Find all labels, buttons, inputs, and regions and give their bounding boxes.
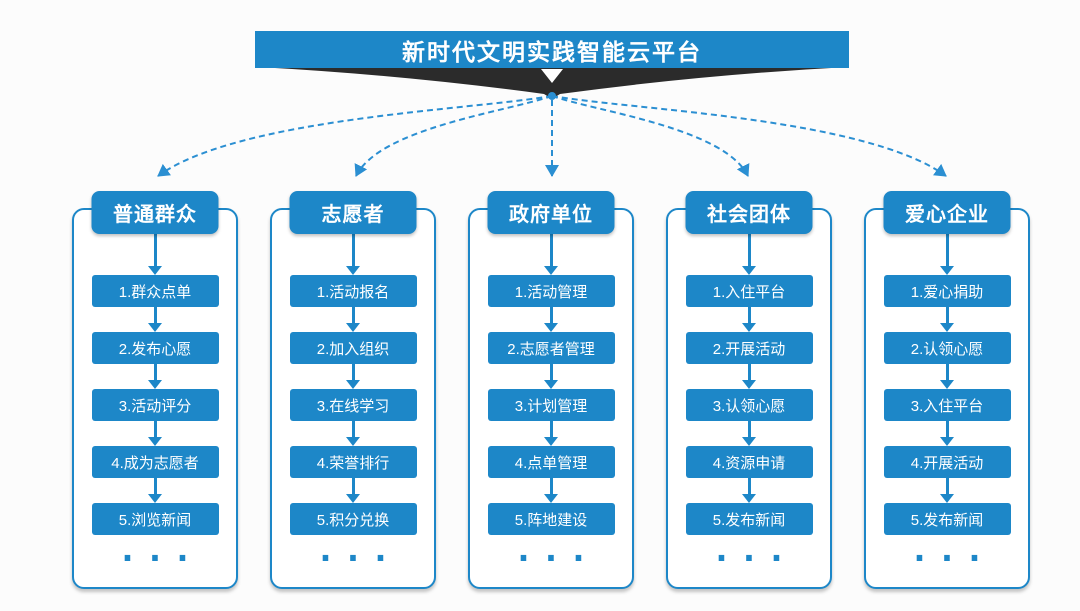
step-box: 1.入住平台 (685, 275, 813, 307)
down-arrow (345, 478, 361, 503)
step-box: 2.开展活动 (685, 332, 813, 364)
down-arrow (741, 232, 757, 275)
step-box: 3.活动评分 (91, 389, 219, 421)
column-header: 社会团体 (685, 191, 813, 234)
step-box: 1.活动管理 (487, 275, 615, 307)
column-volunteers: 志愿者 1.活动报名 2.加入组织 3.在线学习 4.荣誉排行 5.积分兑换 .… (270, 191, 436, 589)
step-box: 3.认领心愿 (685, 389, 813, 421)
ellipsis: ... (711, 537, 794, 570)
column-body: 1.群众点单 2.发布心愿 3.活动评分 4.成为志愿者 5.浏览新闻 ... (74, 232, 236, 571)
down-arrow (543, 364, 559, 389)
column-body: 1.爱心捐助 2.认领心愿 3.入住平台 4.开展活动 5.发布新闻 ... (866, 232, 1028, 571)
step-box: 3.在线学习 (289, 389, 417, 421)
step-box: 3.入住平台 (883, 389, 1011, 421)
step-box: 5.发布新闻 (883, 503, 1011, 535)
step-box: 4.成为志愿者 (91, 446, 219, 478)
column-header: 爱心企业 (883, 191, 1011, 234)
down-arrow (147, 307, 163, 332)
connector-to-column-5 (551, 95, 947, 177)
ellipsis: ... (117, 537, 200, 570)
step-box: 1.爱心捐助 (883, 275, 1011, 307)
connector-to-column-2 (354, 95, 553, 177)
down-arrow (741, 421, 757, 446)
column-body: 1.活动管理 2.志愿者管理 3.计划管理 4.点单管理 5.阵地建设 ... (470, 232, 632, 571)
column-body: 1.入住平台 2.开展活动 3.认领心愿 4.资源申请 5.发布新闻 ... (668, 232, 830, 571)
column-header: 普通群众 (91, 191, 219, 234)
down-arrow (345, 232, 361, 275)
down-arrow (147, 232, 163, 275)
funnel-shape (258, 67, 848, 99)
column-body: 1.活动报名 2.加入组织 3.在线学习 4.荣誉排行 5.积分兑换 ... (272, 232, 434, 571)
step-box: 2.认领心愿 (883, 332, 1011, 364)
step-box: 5.积分兑换 (289, 503, 417, 535)
down-arrow (147, 478, 163, 503)
step-box: 3.计划管理 (487, 389, 615, 421)
down-arrow (345, 307, 361, 332)
step-box: 4.荣誉排行 (289, 446, 417, 478)
connector-to-column-4 (551, 95, 750, 177)
down-arrow (939, 478, 955, 503)
down-arrow (345, 421, 361, 446)
down-arrow (543, 307, 559, 332)
down-arrow (741, 478, 757, 503)
step-box: 5.发布新闻 (685, 503, 813, 535)
down-arrow (147, 421, 163, 446)
step-box: 5.阵地建设 (487, 503, 615, 535)
down-arrow (939, 364, 955, 389)
column-header: 政府单位 (487, 191, 615, 234)
down-arrow (939, 307, 955, 332)
step-box: 4.开展活动 (883, 446, 1011, 478)
down-arrow (939, 232, 955, 275)
down-arrow (543, 421, 559, 446)
ellipsis: ... (315, 537, 398, 570)
platform-title-banner: 新时代文明实践智能云平台 (255, 31, 849, 68)
column-caring-enterprises: 爱心企业 1.爱心捐助 2.认领心愿 3.入住平台 4.开展活动 5.发布新闻 … (864, 191, 1030, 589)
down-arrow (345, 364, 361, 389)
down-arrow (543, 232, 559, 275)
step-box: 2.志愿者管理 (487, 332, 615, 364)
step-box: 1.群众点单 (91, 275, 219, 307)
column-government: 政府单位 1.活动管理 2.志愿者管理 3.计划管理 4.点单管理 5.阵地建设… (468, 191, 634, 589)
connector-to-column-1 (157, 95, 553, 177)
step-box: 4.点单管理 (487, 446, 615, 478)
down-arrow (741, 307, 757, 332)
down-arrow-icon (541, 69, 563, 83)
down-arrow (147, 364, 163, 389)
down-arrow (543, 478, 559, 503)
step-box: 2.发布心愿 (91, 332, 219, 364)
column-general-public: 普通群众 1.群众点单 2.发布心愿 3.活动评分 4.成为志愿者 5.浏览新闻… (72, 191, 238, 589)
step-box: 2.加入组织 (289, 332, 417, 364)
down-arrow (741, 364, 757, 389)
column-social-groups: 社会团体 1.入住平台 2.开展活动 3.认领心愿 4.资源申请 5.发布新闻 … (666, 191, 832, 589)
platform-title: 新时代文明实践智能云平台 (402, 38, 702, 65)
column-header: 志愿者 (289, 191, 417, 234)
ellipsis: ... (513, 537, 596, 570)
step-box: 1.活动报名 (289, 275, 417, 307)
step-box: 5.浏览新闻 (91, 503, 219, 535)
step-box: 4.资源申请 (685, 446, 813, 478)
ellipsis: ... (909, 537, 992, 570)
down-arrow (939, 421, 955, 446)
